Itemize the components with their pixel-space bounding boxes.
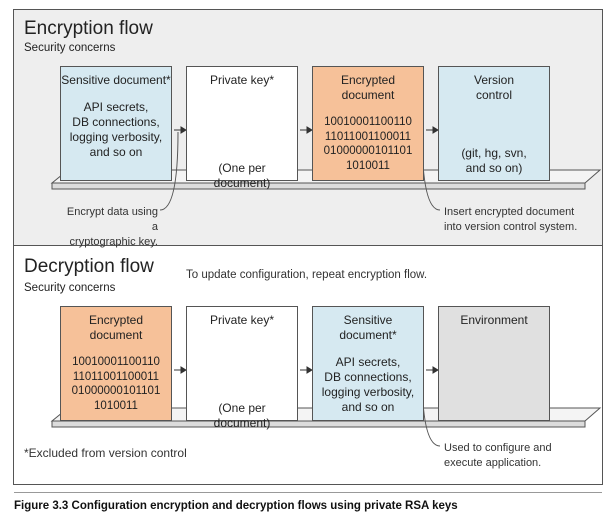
- box-line: (One per: [218, 161, 266, 175]
- note-line: Used to configure and: [444, 442, 552, 454]
- enc-encrypted-document-box: Encrypted document 10010001100110 110110…: [312, 66, 424, 181]
- box-line: 10010001100110: [324, 116, 412, 128]
- encrypt-note: Encrypt data using a cryptographic key.: [58, 205, 158, 250]
- box-line: and so on): [465, 161, 523, 175]
- box-line: logging verbosity,: [321, 385, 415, 399]
- enc-sensitive-document-box: Sensitive document* API secrets, DB conn…: [60, 66, 172, 181]
- footnote: *Excluded from version control: [24, 446, 187, 460]
- figure-caption: Figure 3.3 Configuration encryption and …: [14, 492, 602, 512]
- box-title: Private key*: [209, 73, 275, 87]
- dec-sensitive-document-box: Sensitive document* API secrets, DB conn…: [312, 306, 424, 421]
- box-line: DB connections,: [324, 370, 412, 384]
- box-line: DB connections,: [72, 115, 160, 129]
- encryption-platform-edge: [51, 182, 586, 190]
- caption-text: Figure 3.3 Configuration encryption and …: [14, 500, 458, 512]
- decryption-platform-edge: [51, 420, 586, 428]
- box-title: Environment: [460, 313, 528, 327]
- box-line: (One per: [218, 401, 266, 415]
- decryption-title: Decryption flow: [24, 256, 154, 277]
- dec-private-key-box: Private key* (One per document): [186, 306, 298, 430]
- box-title: Encrypted document: [88, 313, 144, 342]
- enc-version-control-box: Version control (git, hg, svn, and so on…: [438, 66, 550, 181]
- note-line: cryptographic key.: [69, 236, 158, 248]
- box-line: 1010011: [346, 159, 390, 172]
- box-line: logging verbosity,: [69, 130, 163, 144]
- box-line: and so on: [89, 145, 143, 159]
- note-line: Insert encrypted document: [444, 206, 575, 218]
- box-line: and so on: [341, 400, 395, 414]
- decryption-subtitle: Security concerns: [24, 282, 116, 294]
- box-title: Sensitive document*: [339, 313, 397, 342]
- box-line: document): [213, 416, 271, 430]
- box-title: Private key*: [209, 313, 275, 327]
- box-title: Encrypted document: [340, 73, 396, 102]
- note-line: execute application.: [444, 457, 542, 469]
- box-title: Version control: [473, 73, 515, 102]
- note-line: into version control system.: [444, 221, 578, 233]
- enc-private-key-box: Private key* (One per document): [186, 66, 298, 190]
- box-line: document): [213, 176, 271, 190]
- decryption-top-note: To update configuration, repeat encrypti…: [186, 269, 428, 281]
- dec-encrypted-document-box: Encrypted document 10010001100110 110110…: [60, 306, 172, 421]
- insert-note: Insert encrypted document into version c…: [444, 205, 577, 235]
- encryption-title: Encryption flow: [24, 18, 153, 39]
- box-line: 1010011: [94, 399, 138, 412]
- dec-environment-box: Environment: [438, 306, 550, 421]
- box-title: Sensitive document*: [61, 73, 171, 87]
- box-line: 11011001100011: [324, 130, 412, 143]
- note-line: Encrypt data using a: [66, 206, 158, 233]
- box-line: 01000000101101: [71, 385, 161, 397]
- box-line: 01000000101101: [323, 145, 413, 157]
- caption-rule: [14, 492, 602, 493]
- box-line: 10010001100110: [72, 356, 160, 368]
- box-line: (git, hg, svn,: [461, 146, 527, 160]
- environment-note: Used to configure and execute applicatio…: [444, 441, 552, 471]
- encryption-subtitle: Security concerns: [24, 42, 116, 54]
- callout-line-encrypt: [159, 131, 179, 211]
- box-line: API secrets,: [335, 355, 401, 369]
- box-line: 11011001100011: [72, 370, 160, 383]
- box-line: API secrets,: [83, 100, 149, 114]
